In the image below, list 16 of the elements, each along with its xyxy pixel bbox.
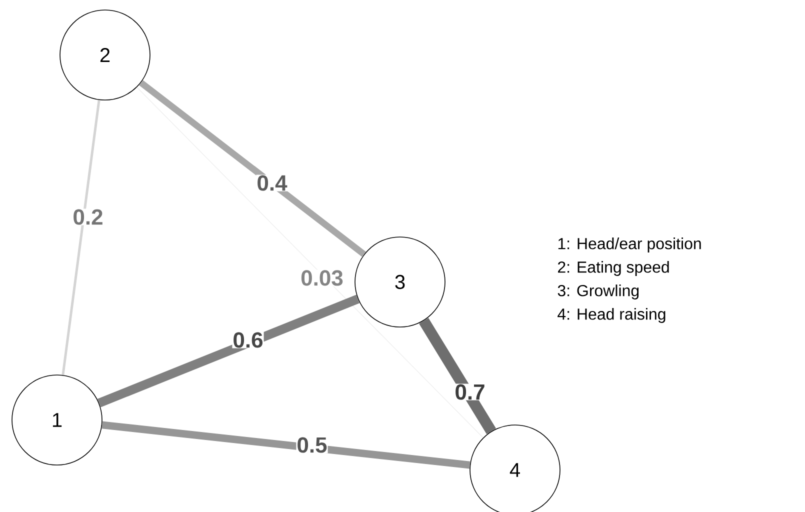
edge-label: 0.2 xyxy=(72,208,104,226)
edge-line xyxy=(62,100,100,376)
legend-text: 1: Head/ear position xyxy=(558,238,701,252)
edge-label: 0.7 xyxy=(454,384,486,400)
edge-label: 0.4 xyxy=(256,174,288,192)
edge-label: 0.03 xyxy=(300,270,344,286)
legend-text: 2: Eating speed xyxy=(558,261,669,276)
edge-line xyxy=(139,80,366,257)
edge-line xyxy=(136,86,484,438)
legend-text: 4: Head raising xyxy=(558,308,666,323)
edge-line xyxy=(97,294,360,408)
edge-line xyxy=(419,318,496,434)
edge-label: 0.6 xyxy=(232,332,264,348)
legend-text: 3: Growling xyxy=(558,284,639,300)
edge-line xyxy=(102,421,470,469)
edge-label: 0.5 xyxy=(296,436,328,454)
